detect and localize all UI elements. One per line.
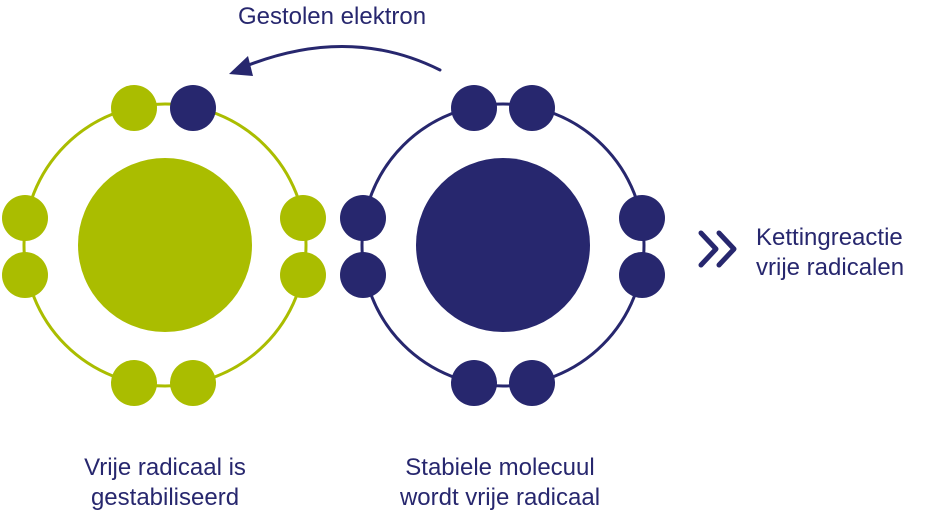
right-electron-right-1 — [619, 195, 665, 241]
left-atom-caption: Vrije radicaal is gestabiliseerd — [30, 453, 300, 513]
left-atom-caption-line2: gestabiliseerd — [90, 484, 240, 511]
right-atom-nucleus — [416, 158, 590, 332]
left-atom — [2, 85, 326, 406]
arrow-head-icon — [229, 56, 253, 76]
stolen-electron-arrow — [229, 44, 442, 76]
left-electron-left-2 — [2, 252, 48, 298]
right-atom-orbit — [360, 102, 646, 388]
arrow-curve — [244, 44, 442, 72]
double-chevron-right-icon — [698, 230, 737, 268]
chain-reaction-label-line2: vrije radicalen — [756, 254, 905, 281]
right-electron-right-2 — [619, 252, 665, 298]
right-atom-caption-line1: Stabiele molecuul — [405, 454, 595, 481]
stolen-electron-label: Gestolen elektron — [237, 3, 427, 30]
right-electron-left-1 — [340, 195, 386, 241]
left-electron-top-2-stolen — [170, 85, 216, 131]
left-electron-right-2 — [280, 252, 326, 298]
right-electron-bottom-2 — [509, 360, 555, 406]
right-electron-top-2 — [509, 85, 555, 131]
right-electron-bottom-1 — [451, 360, 497, 406]
right-electron-top-1 — [451, 85, 497, 131]
right-electron-left-2 — [340, 252, 386, 298]
chain-reaction-label: Kettingreactie vrije radicalen — [756, 223, 940, 283]
left-atom-nucleus — [78, 158, 252, 332]
chain-reaction-label-line1: Kettingreactie — [756, 224, 903, 251]
left-electron-left-1 — [2, 195, 48, 241]
left-electron-top-1 — [111, 85, 157, 131]
left-electron-bottom-1 — [111, 360, 157, 406]
left-electron-right-1 — [280, 195, 326, 241]
right-atom-caption: Stabiele molecuul wordt vrije radicaal — [365, 453, 635, 513]
right-atom-caption-line2: wordt vrije radicaal — [399, 484, 601, 511]
left-atom-orbit — [22, 102, 308, 388]
left-atom-caption-line1: Vrije radicaal is — [84, 454, 246, 481]
right-atom — [340, 85, 665, 406]
left-electron-bottom-2 — [170, 360, 216, 406]
